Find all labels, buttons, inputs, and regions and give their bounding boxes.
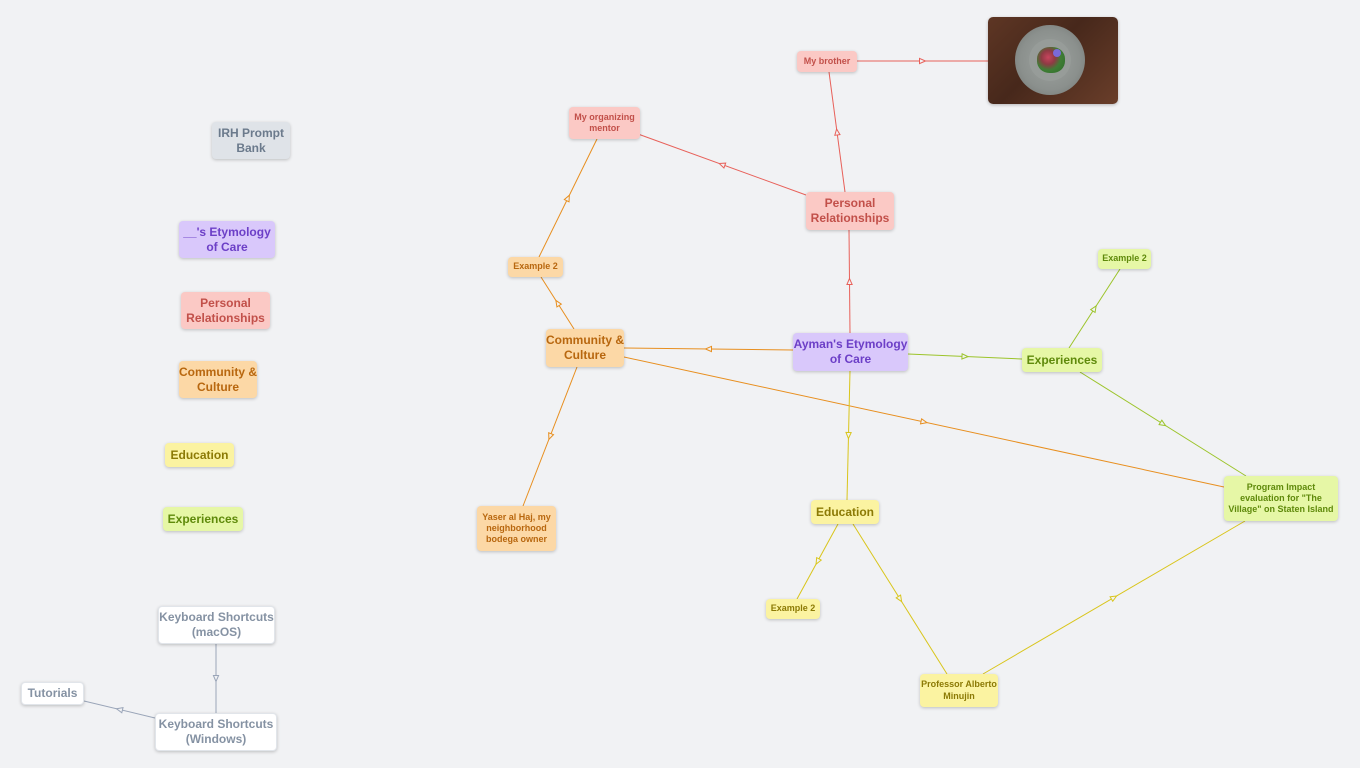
- edge-experiences-program-arrow: [1158, 419, 1167, 427]
- legend-etymology-of-care[interactable]: __'s Etymology of Care: [179, 221, 275, 258]
- edge-community-program-arrow: [919, 417, 929, 425]
- experiences-example-node[interactable]: Example 2: [1098, 249, 1151, 269]
- education-node[interactable]: Education: [811, 500, 879, 524]
- edge-professor-program-arrow: [1109, 595, 1118, 603]
- community-example-node[interactable]: Example 2: [508, 257, 563, 277]
- edge-personal-mentor-arrow: [717, 162, 727, 169]
- personal-relationships-node[interactable]: Personal Relationships: [806, 192, 894, 230]
- edge-community-example-arrow: [555, 299, 563, 308]
- legend-experiences[interactable]: Experiences: [163, 507, 243, 531]
- edge-mac-windows-arrow: [212, 675, 220, 683]
- edge-community-yaser-arrow: [548, 432, 555, 441]
- tutorials-node[interactable]: Tutorials: [21, 682, 84, 705]
- edge-education-professor-arrow: [895, 594, 903, 603]
- organizing-mentor-node[interactable]: My organizing mentor: [569, 107, 640, 139]
- experiences-node[interactable]: Experiences: [1022, 348, 1102, 372]
- edge-center-personal-arrow: [846, 277, 853, 286]
- professor-node[interactable]: Professor Alberto Minujin: [920, 674, 998, 707]
- legend-prompt-bank[interactable]: IRH Prompt Bank: [212, 122, 290, 159]
- central-node[interactable]: Ayman's Etymology of Care: [793, 333, 908, 371]
- edge-personal-brother-arrow: [834, 127, 841, 136]
- plate-graphic: [1015, 25, 1085, 95]
- edge-example-mentor-arrow: [563, 194, 570, 203]
- food-photo-image[interactable]: [988, 17, 1118, 104]
- keyboard-shortcuts-macos-node[interactable]: Keyboard Shortcuts (macOS): [158, 606, 275, 644]
- edge-experiences-example-arrow: [1089, 304, 1097, 314]
- edge-education-example-arrow: [815, 556, 823, 566]
- legend-community-culture[interactable]: Community & Culture: [179, 361, 257, 398]
- yaser-node[interactable]: Yaser al Haj, my neighborhood bodega own…: [477, 506, 556, 551]
- edge-windows-tutorials-arrow: [115, 707, 124, 714]
- edge-center-education-arrow: [845, 431, 852, 440]
- education-example-node[interactable]: Example 2: [766, 599, 820, 619]
- edge-brother-photo-arrow: [919, 57, 927, 65]
- legend-education[interactable]: Education: [165, 443, 234, 467]
- legend-personal-relationships[interactable]: Personal Relationships: [181, 292, 270, 329]
- program-impact-node[interactable]: Program Impact evaluation for "The Villa…: [1224, 476, 1338, 521]
- keyboard-shortcuts-windows-node[interactable]: Keyboard Shortcuts (Windows): [155, 713, 277, 751]
- edge-center-experiences-arrow: [961, 352, 970, 360]
- community-culture-node[interactable]: Community & Culture: [546, 329, 624, 367]
- edge-center-community-arrow: [704, 345, 713, 353]
- my-brother-node[interactable]: My brother: [797, 51, 857, 72]
